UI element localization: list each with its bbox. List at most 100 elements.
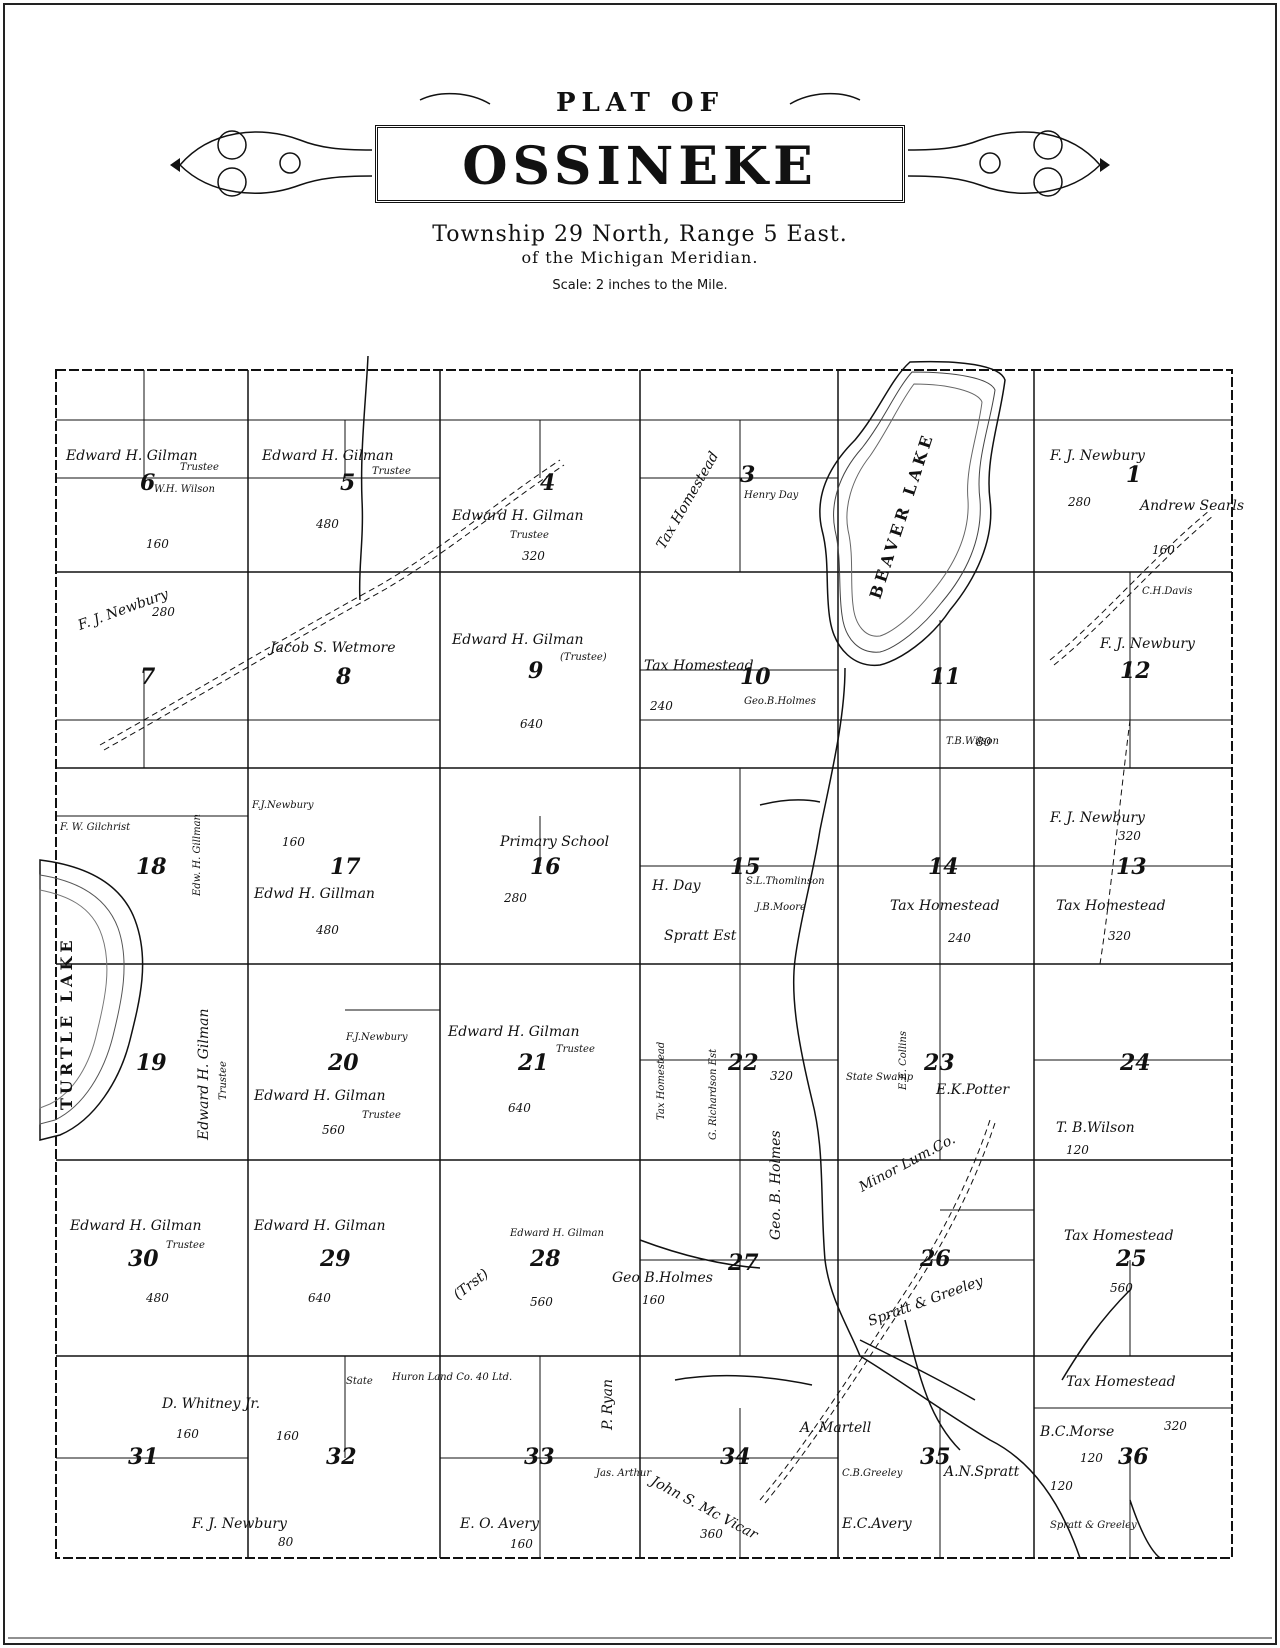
owner-label: Tax Homestead	[644, 658, 754, 674]
owner-label: (Trst)	[451, 1266, 492, 1303]
section-number: 10	[740, 664, 771, 690]
acreage: 80	[976, 735, 992, 749]
section-number: 6	[140, 470, 155, 496]
owner-label: Jacob S. Wetmore	[267, 640, 395, 656]
section-number: 27	[727, 1250, 759, 1276]
acreage: 160	[276, 1429, 299, 1443]
acreage: 160	[642, 1293, 665, 1307]
owner-labels: Edward H. Gilman Trustee W.H. Wilson Edw…	[59, 448, 1244, 1544]
section-number: 31	[128, 1444, 159, 1470]
section-number: 21	[517, 1050, 549, 1076]
section-number: 25	[1115, 1246, 1147, 1272]
owner-label: Edward H. Gilman	[447, 1024, 580, 1040]
roads	[99, 459, 1215, 1504]
acreage: 560	[322, 1123, 345, 1137]
streams	[358, 355, 1161, 1559]
section-number: 18	[136, 854, 167, 880]
section-number: 5	[340, 470, 355, 496]
township-subtitle: Township 29 North, Range 5 East.	[432, 222, 848, 247]
owner-label: Primary School	[499, 834, 609, 850]
acreage: 640	[308, 1291, 331, 1305]
acreage: 280	[1067, 495, 1091, 509]
owner-label: State Swamp	[846, 1072, 914, 1083]
acreage: 120	[1066, 1143, 1089, 1157]
section-number: 14	[928, 854, 959, 880]
section-number: 28	[529, 1246, 561, 1272]
beaver-lake: BEAVER LAKE	[819, 360, 1006, 667]
owner-label: W.H. Wilson	[154, 484, 215, 495]
section-number: 36	[1118, 1444, 1149, 1470]
section-number: 29	[319, 1246, 351, 1272]
owner-label: Edward H. Gilman	[69, 1218, 202, 1234]
owner-label: E. O. Avery	[459, 1516, 540, 1532]
section-number: 30	[128, 1246, 159, 1272]
section-number: 20	[327, 1050, 359, 1076]
map-scale: Scale: 2 inches to the Mile.	[552, 278, 728, 293]
owner-label: Trustee	[180, 462, 219, 473]
owner-label: State	[346, 1376, 373, 1387]
section-number: 4	[540, 470, 555, 496]
acreage: 640	[508, 1101, 531, 1115]
turtle-lake-label: TURTLE LAKE	[57, 936, 76, 1110]
acreage: 320	[1118, 829, 1141, 843]
owner-label: T. B.Wilson	[1056, 1120, 1135, 1136]
subdivision-lines	[56, 370, 1232, 1558]
section-number: 16	[530, 854, 561, 880]
owner-label: Geo B.Holmes	[612, 1270, 713, 1286]
owner-label: E.K.Potter	[935, 1082, 1010, 1098]
section-number: 8	[335, 664, 351, 690]
owner-label: S.L.Thomlinson	[746, 876, 825, 887]
owner-label: H. Day	[651, 878, 702, 894]
owner-label: Edward H. Gilman	[451, 508, 584, 524]
acreage: 320	[1164, 1419, 1187, 1433]
section-number: 23	[923, 1050, 955, 1076]
section-number: 9	[528, 658, 543, 684]
owner-label: Minor Lum.Co.	[855, 1131, 958, 1196]
section-number: 17	[330, 854, 361, 880]
acreage: 240	[649, 699, 673, 713]
owner-label: Huron Land Co. 40 Ltd.	[391, 1372, 512, 1383]
owner-label: Henry Day	[743, 490, 799, 501]
acreage: 120	[1050, 1479, 1073, 1493]
section-number: 33	[524, 1444, 555, 1470]
acreage: 480	[145, 1291, 169, 1305]
owner-label: Andrew Searls	[1138, 498, 1244, 514]
acreage: 560	[1110, 1281, 1133, 1295]
owner-label: Tax Homestead	[1066, 1374, 1176, 1390]
turtle-lake: TURTLE LAKE	[39, 859, 144, 1141]
beaver-lake-label: BEAVER LAKE	[866, 430, 938, 602]
acreage: 160	[1152, 543, 1175, 557]
owner-label: F. J. Newbury	[1099, 636, 1196, 652]
section-number: 32	[326, 1444, 357, 1470]
owner-label: J.B.Moore	[754, 902, 806, 913]
title-box: OSSINEKE	[375, 125, 905, 203]
acreage: 320	[1108, 929, 1131, 943]
acreage: 160	[282, 835, 305, 849]
owner-label: (Trustee)	[560, 652, 607, 663]
owner-label: Spratt & Greeley	[866, 1273, 987, 1330]
acreage: 360	[700, 1527, 723, 1541]
acreage: 80	[278, 1535, 294, 1549]
acreage: 160	[510, 1537, 533, 1551]
acreage: 120	[1080, 1451, 1103, 1465]
section-numbers: 1 3 4 5 6 7 8 9 10 11 12 13 14 15 16 17 …	[128, 462, 1151, 1470]
owner-label: T.B.Wilson	[946, 736, 999, 747]
owner-label: P. Ryan	[600, 1379, 616, 1431]
title-ornament	[170, 92, 1110, 197]
owner-label: Edward H. Gilman	[196, 1008, 212, 1141]
owner-label: D. Whitney Jr.	[161, 1396, 260, 1412]
acreage: 640	[520, 717, 543, 731]
owner-label: F. J. Newbury	[191, 1516, 288, 1532]
section-number: 22	[727, 1050, 759, 1076]
owner-label: F. J. Newbury	[1049, 810, 1146, 826]
acreage: 280	[503, 891, 527, 905]
acreage: 480	[315, 517, 339, 531]
owner-label: Tax Homestead	[1056, 898, 1166, 914]
section-number: 11	[930, 664, 961, 690]
owner-label: Edward H. Gilman	[509, 1228, 604, 1239]
owner-label: Trustee	[510, 530, 549, 541]
section-number: 34	[720, 1444, 751, 1470]
owner-label: G. Richardson Est	[708, 1048, 719, 1140]
acreage: 320	[770, 1069, 793, 1083]
